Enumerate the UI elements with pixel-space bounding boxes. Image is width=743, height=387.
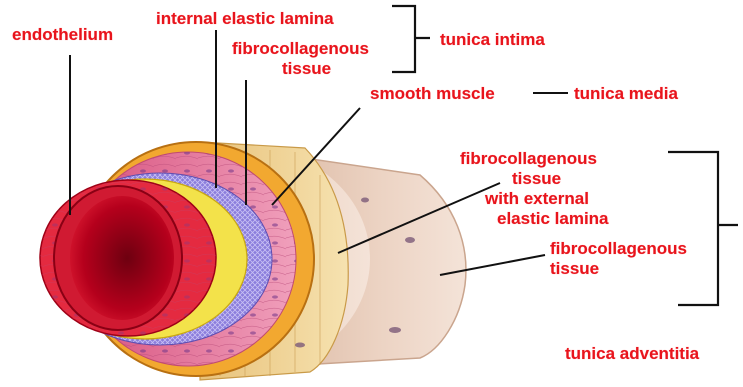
bracket-tunica-intima: [392, 6, 430, 72]
label-fibro-external-1: fibrocollagenous: [460, 149, 597, 168]
label-fibro-adventitia-2: tissue: [550, 259, 599, 278]
vessel-layers: [40, 142, 466, 380]
label-internal-elastic-lamina: internal elastic lamina: [156, 9, 334, 28]
label-tunica-media: tunica media: [574, 84, 678, 103]
label-tunica-adventitia: tunica adventitia: [565, 344, 700, 363]
label-fibro-external-4: elastic lamina: [497, 209, 609, 228]
label-tunica-intima: tunica intima: [440, 30, 545, 49]
label-endothelium: endothelium: [12, 25, 113, 44]
label-fibrocollagenous-intima-2: tissue: [282, 59, 331, 78]
bracket-tunica-adventitia: [668, 152, 738, 305]
label-fibro-external-3: with external: [484, 189, 589, 208]
label-fibro-external-2: tissue: [512, 169, 561, 188]
label-smooth-muscle: smooth muscle: [370, 84, 495, 103]
label-fibro-adventitia-1: fibrocollagenous: [550, 239, 687, 258]
label-fibrocollagenous-intima-1: fibrocollagenous: [232, 39, 369, 58]
